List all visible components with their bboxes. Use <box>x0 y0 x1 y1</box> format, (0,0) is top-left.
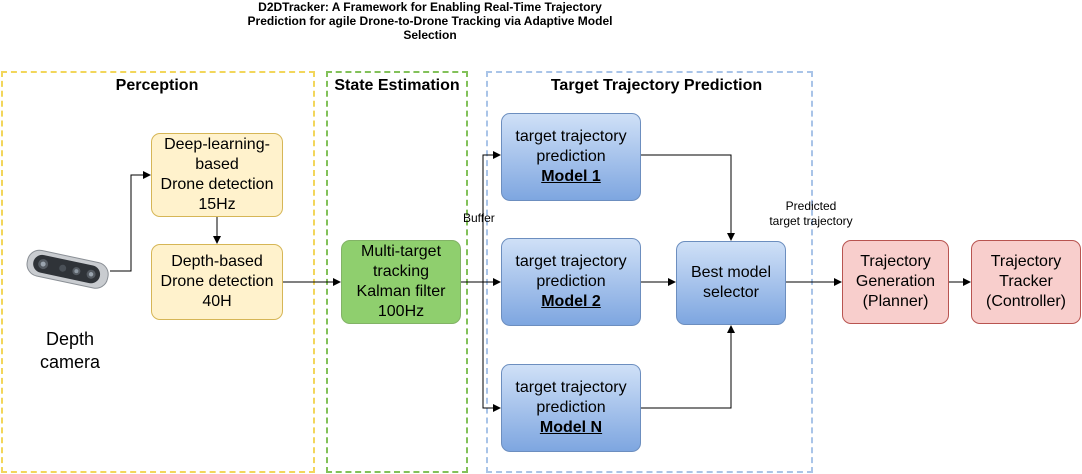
depth-drone-detection-node: Depth-based Drone detection 40H <box>151 244 283 320</box>
selector-line2: selector <box>702 284 760 301</box>
prediction-section-label: Target Trajectory Prediction <box>550 77 763 94</box>
buffer-label: Buffer <box>463 211 495 225</box>
predicted-label-line1: Predicted <box>785 199 837 213</box>
depth-detection-line1: Depth-based <box>171 253 263 270</box>
model-n-line2: prediction <box>536 399 606 416</box>
state-estimation-section <box>326 71 468 473</box>
controller-node: Trajectory Tracker (Controller) <box>971 240 1081 324</box>
depth-camera-icon <box>26 249 109 289</box>
title-line-3: Selection <box>403 28 457 42</box>
kalman-line1: Multi-target <box>360 243 442 260</box>
best-model-selector-node: Best model selector <box>676 241 786 325</box>
dl-detection-line3: Drone detection <box>160 176 274 193</box>
perception-section <box>1 71 315 473</box>
title-line-1: D2DTracker: A Framework for Enabling Rea… <box>258 0 602 14</box>
model-2-line1: target trajectory <box>515 253 627 270</box>
controller-line2: Tracker <box>999 273 1053 290</box>
camera-to-dl-arrow <box>110 171 151 272</box>
title-line-2: Prediction for agile Drone-to-Drone Trac… <box>247 14 613 28</box>
state-estimation-section-label: State Estimation <box>334 77 460 94</box>
dl-detection-line4: 15Hz <box>198 196 236 213</box>
model-2-name: Model 2 <box>541 293 601 310</box>
selector-line1: Best model <box>690 264 772 281</box>
modelN-to-selector-arrow <box>641 325 735 409</box>
depth-camera-label-line2: camera <box>39 352 101 372</box>
model1-to-selector-arrow <box>641 154 735 241</box>
prediction-section <box>486 71 813 473</box>
model-2-line2: prediction <box>536 273 606 290</box>
model-1-name: Model 1 <box>541 168 601 185</box>
planner-line1: Trajectory <box>860 253 931 270</box>
kalman-line3: Kalman filter <box>356 283 446 300</box>
planner-node: Trajectory Generation (Planner) <box>842 240 949 324</box>
depth-camera-label: Depth camera <box>30 328 110 374</box>
depth-camera-label-line1: Depth <box>45 329 95 349</box>
controller-line3: (Controller) <box>985 293 1066 310</box>
planner-line2: Generation <box>855 273 936 290</box>
model-n-node: target trajectory prediction Model N <box>501 364 641 452</box>
dl-detection-line1: Deep-learning- <box>164 136 270 153</box>
kalman-line4: 100Hz <box>377 303 425 320</box>
model-1-node: target trajectory prediction Model 1 <box>501 113 641 201</box>
controller-line1: Trajectory <box>990 253 1062 270</box>
planner-line3: (Planner) <box>862 293 929 310</box>
perception-section-label: Perception <box>115 77 199 94</box>
buffer-to-modelN-arrow <box>482 282 501 412</box>
kalman-filter-node: Multi-target tracking Kalman filter 100H… <box>341 240 461 324</box>
model-1-line1: target trajectory <box>515 128 627 145</box>
predicted-label-line2: target trajectory <box>769 214 853 228</box>
depth-detection-line3: 40H <box>202 293 232 310</box>
model-n-name: Model N <box>539 419 603 436</box>
model-1-line2: prediction <box>536 148 606 165</box>
predicted-trajectory-label: Predicted target trajectory <box>752 199 870 229</box>
depth-detection-line2: Drone detection <box>160 273 274 290</box>
dl-detection-line2: based <box>195 156 239 173</box>
model-2-node: target trajectory prediction Model 2 <box>501 238 641 326</box>
model-n-line1: target trajectory <box>515 379 627 396</box>
diagram-title: D2DTracker: A Framework for Enabling Rea… <box>230 0 630 42</box>
buffer-to-model1-arrow <box>482 151 501 282</box>
dl-drone-detection-node: Deep-learning- based Drone detection 15H… <box>151 133 283 217</box>
kalman-line2: tracking <box>372 263 430 280</box>
